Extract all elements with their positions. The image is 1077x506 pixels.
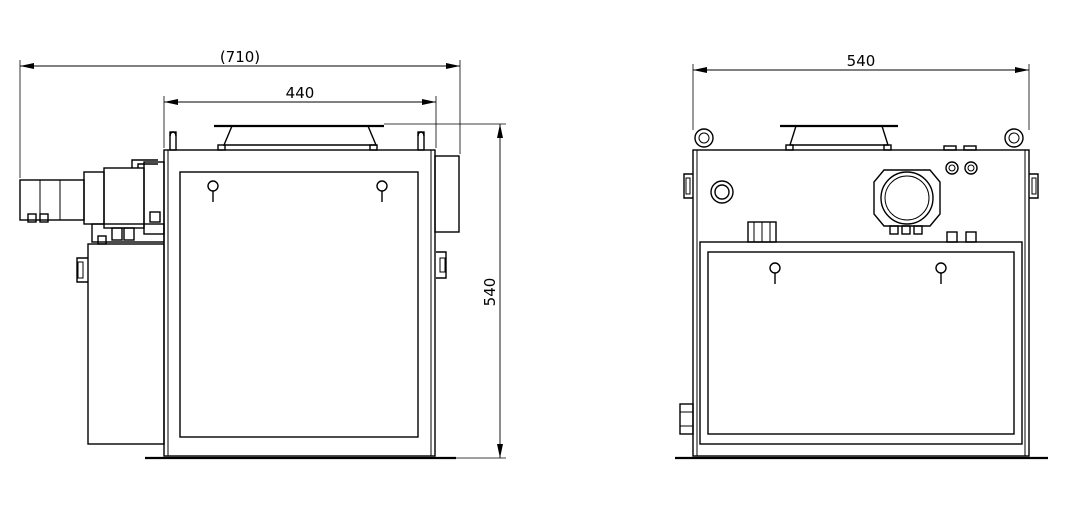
- front-cable-gland-left: [710, 180, 734, 204]
- front-lifting-ring-left: [694, 128, 714, 148]
- front-handle-right: [935, 262, 947, 284]
- side-motor: [19, 159, 165, 245]
- front-view: 540: [675, 52, 1048, 460]
- front-handle-left: [769, 262, 781, 284]
- front-bottom-fittings: [946, 231, 977, 243]
- side-door-panel: [179, 171, 419, 438]
- side-housing: [163, 149, 436, 457]
- front-fitting-pair: [943, 145, 978, 175]
- side-clip-right: [436, 251, 447, 279]
- front-motor-cover: [873, 169, 941, 235]
- side-handle-right: [376, 180, 388, 202]
- side-handle-left: [207, 180, 219, 202]
- front-clip-right: [1029, 173, 1039, 199]
- side-view: (710) 440 540: [19, 48, 506, 460]
- dim-overall-width: [19, 60, 461, 178]
- front-lower-frame: [699, 241, 1023, 445]
- front-connector: [747, 221, 777, 243]
- side-lifting-eye-right: [417, 131, 425, 151]
- dim-front-width-label: 540: [847, 52, 876, 70]
- dim-body-width: [163, 96, 437, 148]
- front-lifting-ring-right: [1004, 128, 1024, 148]
- dim-height: [384, 123, 506, 459]
- front-cable-gland-bottom: [679, 403, 694, 435]
- side-clip-left: [76, 257, 88, 283]
- side-lifting-eye-left: [169, 131, 177, 151]
- dim-front-width: [692, 64, 1030, 130]
- dim-height-label: 540: [481, 278, 499, 307]
- side-lower-tank: [87, 243, 165, 445]
- front-clip-left: [683, 173, 693, 199]
- front-door-panel: [707, 251, 1015, 435]
- dim-body-width-label: 440: [286, 84, 315, 102]
- side-right-box: [434, 155, 460, 233]
- dim-overall-width-label: (710): [220, 48, 260, 66]
- front-housing: [692, 149, 1030, 457]
